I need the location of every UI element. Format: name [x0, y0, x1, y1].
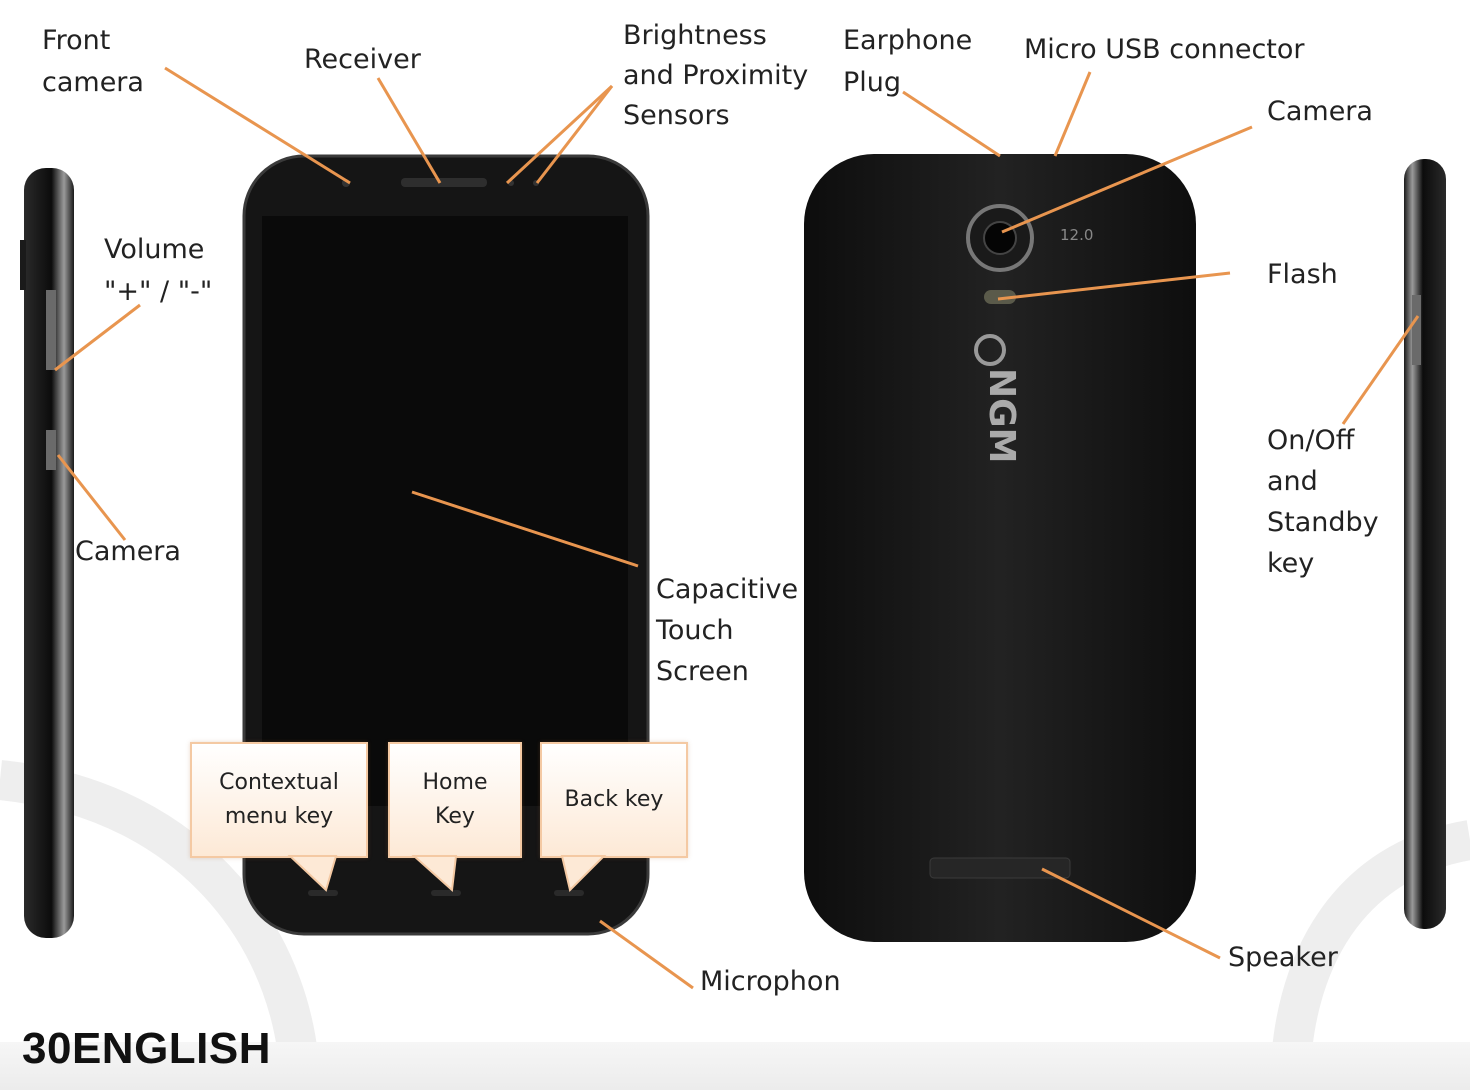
label-micro-usb: Micro USB connector	[1024, 34, 1305, 65]
speaker-grille	[929, 857, 1071, 879]
touch-screen	[262, 216, 628, 806]
side-camera-key	[46, 430, 56, 470]
leader-side-camera	[56, 454, 127, 541]
phone-right-side-view	[1404, 159, 1446, 929]
label-earphone-plug: Earphone Plug	[843, 25, 973, 98]
leader-micro-usb	[1053, 71, 1092, 157]
power-key	[1412, 295, 1421, 365]
leader-flash	[997, 271, 1231, 301]
label-rear-camera: Camera	[1267, 96, 1373, 127]
leader-sensor-2	[535, 85, 614, 184]
label-speaker: Speaker	[1228, 942, 1338, 973]
callout-menu-key: Contextual menu key	[190, 742, 368, 858]
callout-home-key: Home Key	[388, 742, 522, 858]
label-side-camera: Camera	[75, 536, 181, 567]
callout-back-key: Back key	[540, 742, 688, 858]
label-receiver: Receiver	[304, 44, 421, 75]
phone-back-view: NGM 12.0	[804, 154, 1196, 942]
leader-front-camera	[164, 66, 351, 185]
leader-earphone-plug	[902, 90, 1001, 158]
footer-band	[0, 1042, 1470, 1090]
label-sensors: Brightness and Proximity Sensors	[623, 20, 809, 131]
camera-badge: 12.0	[1060, 226, 1093, 244]
leader-speaker	[1041, 867, 1221, 960]
leader-volume	[54, 303, 141, 372]
flash-led	[984, 290, 1016, 304]
leader-microphone	[599, 919, 694, 990]
leader-rear-camera	[1001, 125, 1253, 234]
brand-logo-text: NGM	[981, 368, 1022, 464]
home-key-glyph	[431, 890, 461, 896]
leader-receiver	[376, 77, 442, 184]
label-on-off: On/Off and Standby key	[1267, 425, 1379, 579]
phone-front-view	[242, 154, 650, 936]
page-number: 30ENGLISH	[22, 1024, 272, 1073]
back-key-glyph	[554, 890, 584, 896]
leader-touch-screen	[411, 490, 639, 568]
label-touch-screen: Capacitive Touch Screen	[656, 574, 799, 687]
leader-sensor-1	[505, 84, 614, 185]
menu-key-glyph	[308, 890, 338, 896]
volume-rocker	[46, 290, 56, 370]
label-microphone: Microphon	[700, 966, 841, 997]
label-flash: Flash	[1267, 259, 1338, 290]
receiver-grille	[401, 178, 487, 187]
label-front-camera: Front camera	[42, 25, 144, 98]
leader-on-off	[1341, 315, 1420, 425]
phone-left-side-view	[20, 168, 74, 938]
brand-logo-mark	[974, 334, 1006, 366]
label-volume: Volume "+" / "-"	[104, 234, 213, 307]
